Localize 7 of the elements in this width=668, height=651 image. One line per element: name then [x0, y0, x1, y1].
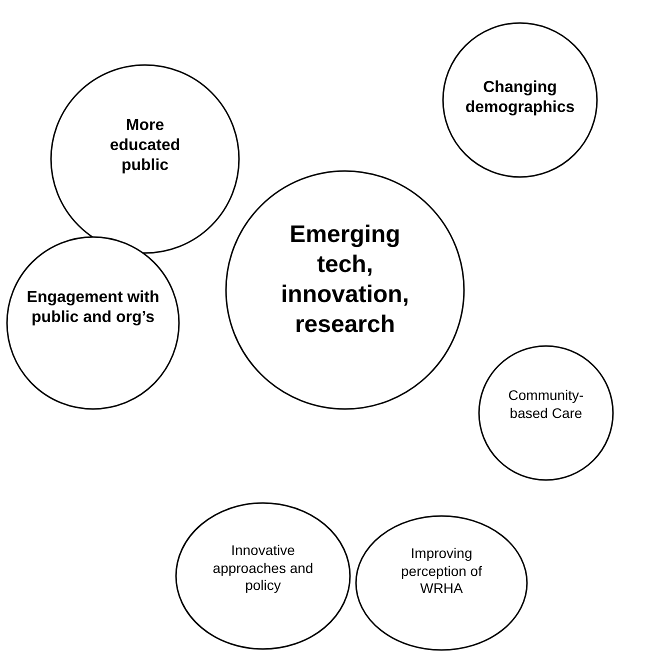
circle-label: Emerging tech, innovation, research: [280, 220, 410, 340]
circle-label: Improving perception of WRHA: [400, 545, 483, 598]
circle-label: Community-based Care: [507, 387, 585, 422]
circle-label: Engagement with public and org’s: [26, 288, 160, 328]
circle-label: Changing demographics: [464, 78, 576, 118]
circle-label: More educated public: [108, 116, 182, 176]
circle-label: Innovative approaches and policy: [212, 542, 314, 594]
